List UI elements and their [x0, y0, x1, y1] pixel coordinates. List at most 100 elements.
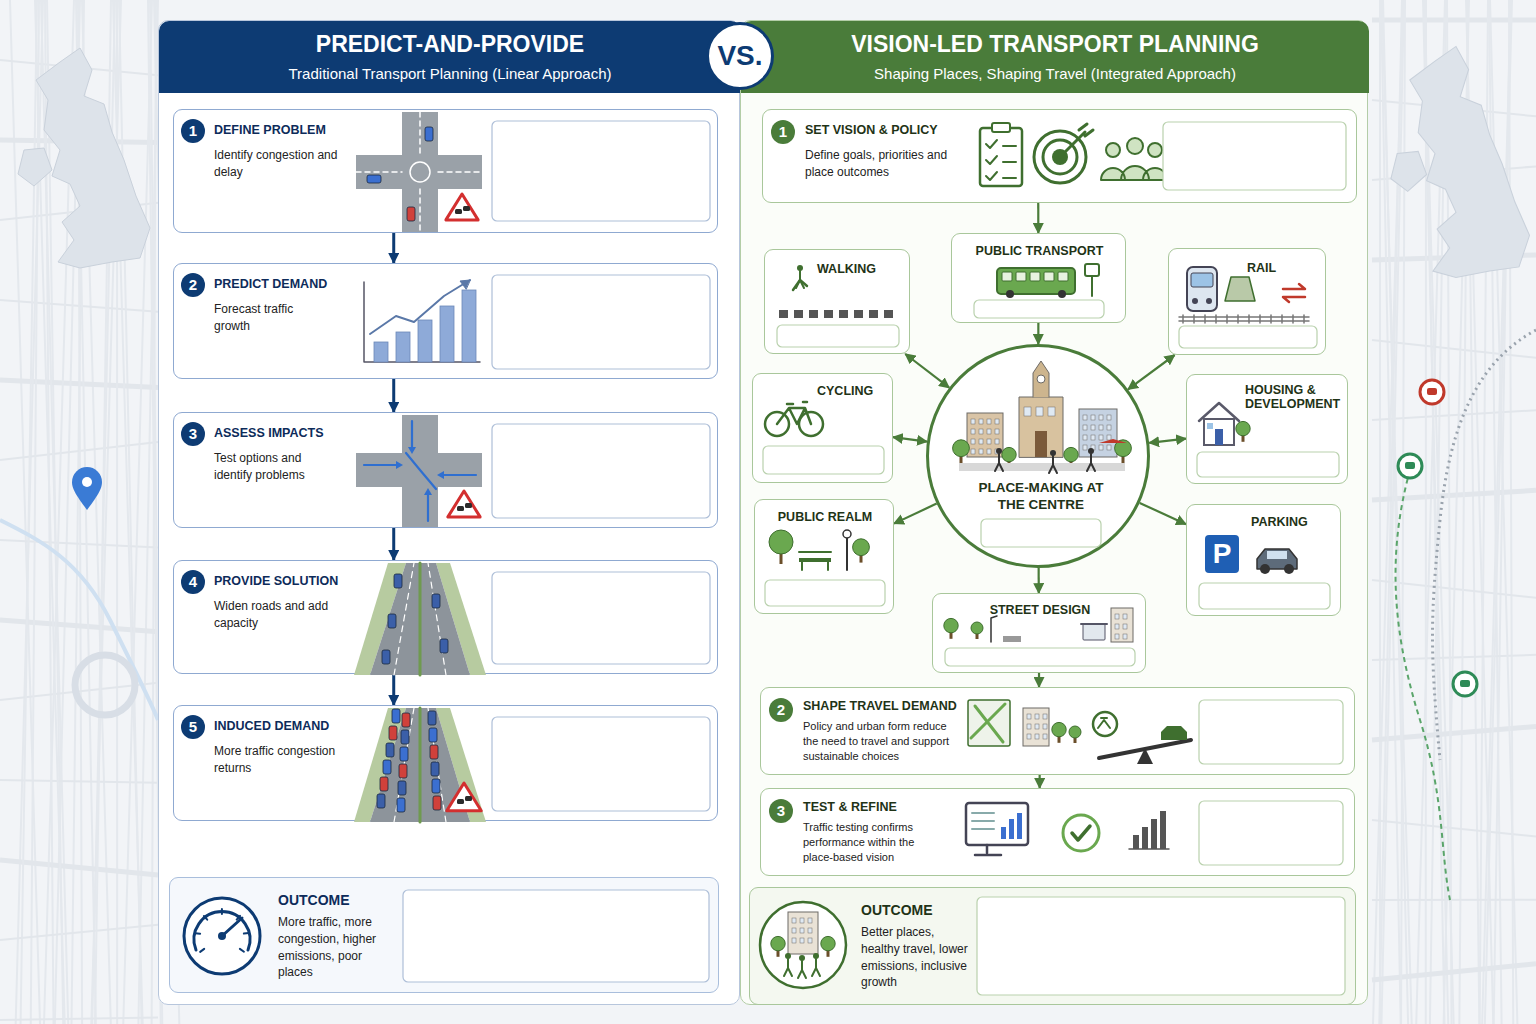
hub-circle: PLACE-MAKING AT THE CENTRE [926, 344, 1150, 568]
icon-rect [463, 206, 470, 211]
icon-rect [402, 713, 410, 727]
icon-rect [1043, 714, 1047, 719]
icon-rect [995, 439, 999, 444]
panel-title: PREDICT-AND-PROVIDE [159, 31, 741, 58]
icon-rect [995, 419, 999, 424]
flow-arrow [1038, 568, 1040, 593]
process-box: 1DEFINE PROBLEMIdentify congestion and d… [173, 109, 718, 233]
icon-rect [1035, 734, 1039, 739]
icon-rect [1043, 724, 1047, 729]
process-box: 1SET VISION & POLICYDefine goals, priori… [762, 109, 1357, 203]
map-street [1425, 0, 1427, 1024]
flow-arrow [392, 233, 395, 263]
station-symbol [1405, 462, 1415, 469]
icon-rect [1099, 425, 1103, 430]
icon-rect [1035, 724, 1039, 729]
icon-rect [971, 439, 975, 444]
icon-rect [1215, 429, 1223, 445]
icon-rect [400, 747, 408, 761]
icon-rect [407, 207, 415, 221]
arrow-tip [437, 471, 444, 479]
icon-path [194, 912, 250, 950]
icon-path [1215, 315, 1217, 323]
icon-rect [386, 743, 394, 757]
icon-rect [1207, 423, 1213, 429]
icon-rect [428, 711, 436, 725]
flow-arrow [1038, 673, 1040, 687]
icon-path [1049, 456, 1057, 473]
box-heading: STREET DESIGN [933, 603, 1147, 617]
step-number: 1 [771, 120, 795, 144]
icon-rect [432, 594, 440, 608]
icon-rect [377, 794, 385, 808]
icon-rect [792, 938, 796, 943]
icon-rect [465, 503, 472, 508]
icon-rect [1083, 435, 1087, 440]
icon [184, 890, 709, 982]
icon-circle [1064, 447, 1078, 461]
icon-rect [433, 796, 441, 810]
blank-field [765, 580, 885, 606]
icon-path [364, 421, 476, 521]
box-text: TEST & REFINE [803, 800, 973, 814]
flow-arrow [1039, 775, 1041, 788]
icon-path [846, 536, 848, 570]
right-panel-ground [740, 20, 1368, 1005]
blank-field [492, 717, 710, 811]
box-text: Test options and identify problems [214, 450, 339, 484]
icon-path [799, 552, 831, 570]
flow-arrow [392, 674, 395, 705]
box-heading: PLACE-MAKING AT THE CENTRE [966, 480, 1116, 514]
icon-rect [1043, 734, 1047, 739]
icon-circle [1127, 138, 1143, 154]
blank-field [492, 572, 710, 664]
icon-path [394, 708, 446, 822]
icon-rect [1115, 624, 1119, 629]
icon-path [370, 280, 470, 334]
theme-box: CYCLING [752, 373, 893, 483]
icon-rect [382, 650, 390, 664]
box-heading: RAIL [1247, 261, 1317, 275]
icon-circle [218, 932, 226, 940]
icon-rect [1035, 714, 1039, 719]
icon-path [1270, 315, 1272, 323]
icon-path [1137, 748, 1153, 764]
icon-circle [184, 898, 260, 974]
icon-path [1248, 315, 1250, 323]
icon-circle [1058, 290, 1066, 298]
icon-path [1225, 277, 1255, 301]
icon-rect [1036, 407, 1043, 416]
blank-field [403, 890, 709, 982]
icon-rect [1083, 445, 1087, 450]
theme-box: RAIL [1168, 248, 1326, 355]
arrow-tip [424, 488, 432, 495]
process-box: 3TEST & REFINETraffic testing confirms p… [760, 788, 1355, 876]
icon-rect [1035, 431, 1047, 457]
map-street [1372, 410, 1536, 420]
icon-rect [995, 429, 999, 434]
icon-circle [1106, 143, 1120, 157]
icon-path [460, 280, 470, 289]
icon-path [1204, 315, 1206, 323]
icon-rect [465, 796, 472, 801]
icon [953, 361, 1132, 547]
icon-path [986, 140, 1016, 180]
icon-rect [1091, 435, 1095, 440]
theme-box: PUBLIC TRANSPORT [951, 233, 1126, 323]
box-text: More traffic congestion returns [214, 743, 339, 777]
icon-rect [425, 127, 433, 141]
station-marker [1398, 454, 1422, 478]
box-text: Forecast traffic growth [214, 301, 324, 335]
icon-rect [824, 310, 833, 318]
icon-rect [979, 429, 983, 434]
icon-path [419, 708, 422, 822]
icon-rect [1016, 272, 1026, 281]
icon-rect [457, 799, 464, 804]
right-panel: VISION-LED TRANSPORT PLANNINGShaping Pla… [740, 20, 1368, 1005]
icon-rect [1023, 708, 1049, 746]
station-marker [1420, 380, 1444, 404]
box-text: Identify congestion and delay [214, 147, 339, 181]
icon-path [1019, 397, 1063, 457]
icon-path [1101, 166, 1167, 180]
